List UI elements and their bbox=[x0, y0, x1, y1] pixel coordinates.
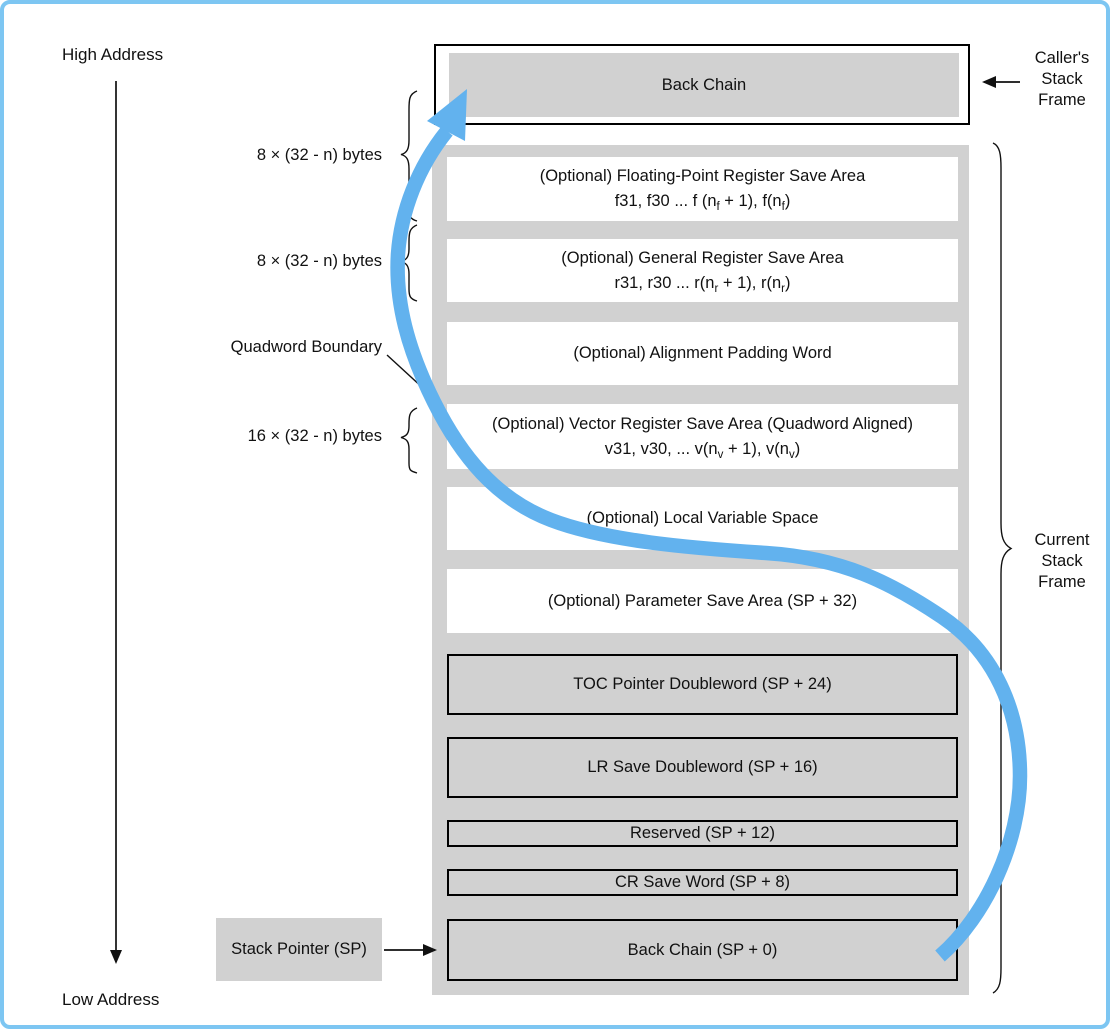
current-stack-frame-line: Current bbox=[1034, 531, 1090, 549]
stack-row-title: LR Save Doubleword (SP + 16) bbox=[587, 758, 818, 776]
stack-pointer-label: Stack Pointer (SP) bbox=[231, 940, 367, 958]
stack-row-title: (Optional) Parameter Save Area (SP + 32) bbox=[547, 591, 858, 610]
stack-row-registers: f31, f30 ... f (nf + 1), f(nf) bbox=[614, 192, 791, 213]
stack-row-title: (Optional) Alignment Padding Word bbox=[573, 344, 832, 362]
stack-row-title: (Optional) General Register Save Area bbox=[561, 248, 844, 267]
size-label-fp-area: 8 × (32 - n) bytes bbox=[256, 146, 382, 164]
stack-row-title: (Optional) Vector Register Save Area (Qu… bbox=[492, 414, 913, 433]
stack-pointer-box: Stack Pointer (SP) bbox=[216, 918, 382, 981]
current-stack-frame-line: Stack bbox=[1041, 552, 1083, 570]
stack-row-param: (Optional) Parameter Save Area (SP + 32) bbox=[447, 569, 958, 633]
stack-row-lr: LR Save Doubleword (SP + 16) bbox=[447, 737, 958, 798]
stack-row-registers: r31, r30 ... r(nr + 1), r(nr) bbox=[614, 273, 791, 295]
callers-stack-frame-line: Stack bbox=[1041, 70, 1083, 88]
callers-stack-frame-line: Frame bbox=[1038, 91, 1086, 109]
quadword-boundary-label: Quadword Boundary bbox=[230, 338, 382, 356]
callers-stack-frame-line: Caller's bbox=[1034, 49, 1090, 67]
stack-row-title: TOC Pointer Doubleword (SP + 24) bbox=[573, 675, 832, 693]
stack-row-title: Reserved (SP + 12) bbox=[629, 824, 776, 842]
stack-row-cr: CR Save Word (SP + 8) bbox=[447, 869, 958, 896]
stack-row-vr: (Optional) Vector Register Save Area (Qu… bbox=[447, 404, 958, 469]
stack-row-title: (Optional) Local Variable Space bbox=[586, 509, 819, 527]
high-address-label: High Address bbox=[62, 45, 164, 64]
stack-row-fp: (Optional) Floating-Point Register Save … bbox=[447, 157, 958, 221]
brace-vr-area bbox=[400, 407, 418, 474]
quadword-boundary-arrow bbox=[386, 354, 438, 402]
stack-row-title: CR Save Word (SP + 8) bbox=[615, 873, 790, 891]
stack-row-reserved: Reserved (SP + 12) bbox=[447, 820, 958, 847]
caller-back-chain-fill: Back Chain bbox=[449, 53, 959, 117]
stack-row-registers: v31, v30, ... v(nv + 1), v(nv) bbox=[604, 439, 801, 461]
stack-row-local: (Optional) Local Variable Space bbox=[447, 487, 958, 550]
brace-gr-area bbox=[400, 224, 418, 302]
stack-row-backchain: Back Chain (SP + 0) bbox=[447, 919, 958, 981]
current-stack-frame-line: Frame bbox=[1038, 573, 1086, 591]
caller-back-chain-box: Back Chain bbox=[434, 44, 970, 125]
brace-fp-area bbox=[400, 90, 418, 222]
stack-row-gr: (Optional) General Register Save Area r31… bbox=[447, 239, 958, 302]
stack-row-title: Back Chain (SP + 0) bbox=[627, 940, 778, 959]
stack-row-title: (Optional) Floating-Point Register Save … bbox=[539, 167, 866, 185]
brace-current-stack-frame bbox=[992, 142, 1013, 994]
stack-row-toc: TOC Pointer Doubleword (SP + 24) bbox=[447, 654, 958, 715]
size-label-gr-area: 8 × (32 - n) bytes bbox=[256, 252, 382, 270]
low-address-label: Low Address bbox=[62, 990, 160, 1009]
caller-back-chain-label: Back Chain bbox=[661, 75, 747, 94]
stack-row-align: (Optional) Alignment Padding Word bbox=[447, 322, 958, 385]
size-label-vr-area: 16 × (32 - n) bytes bbox=[247, 427, 382, 445]
